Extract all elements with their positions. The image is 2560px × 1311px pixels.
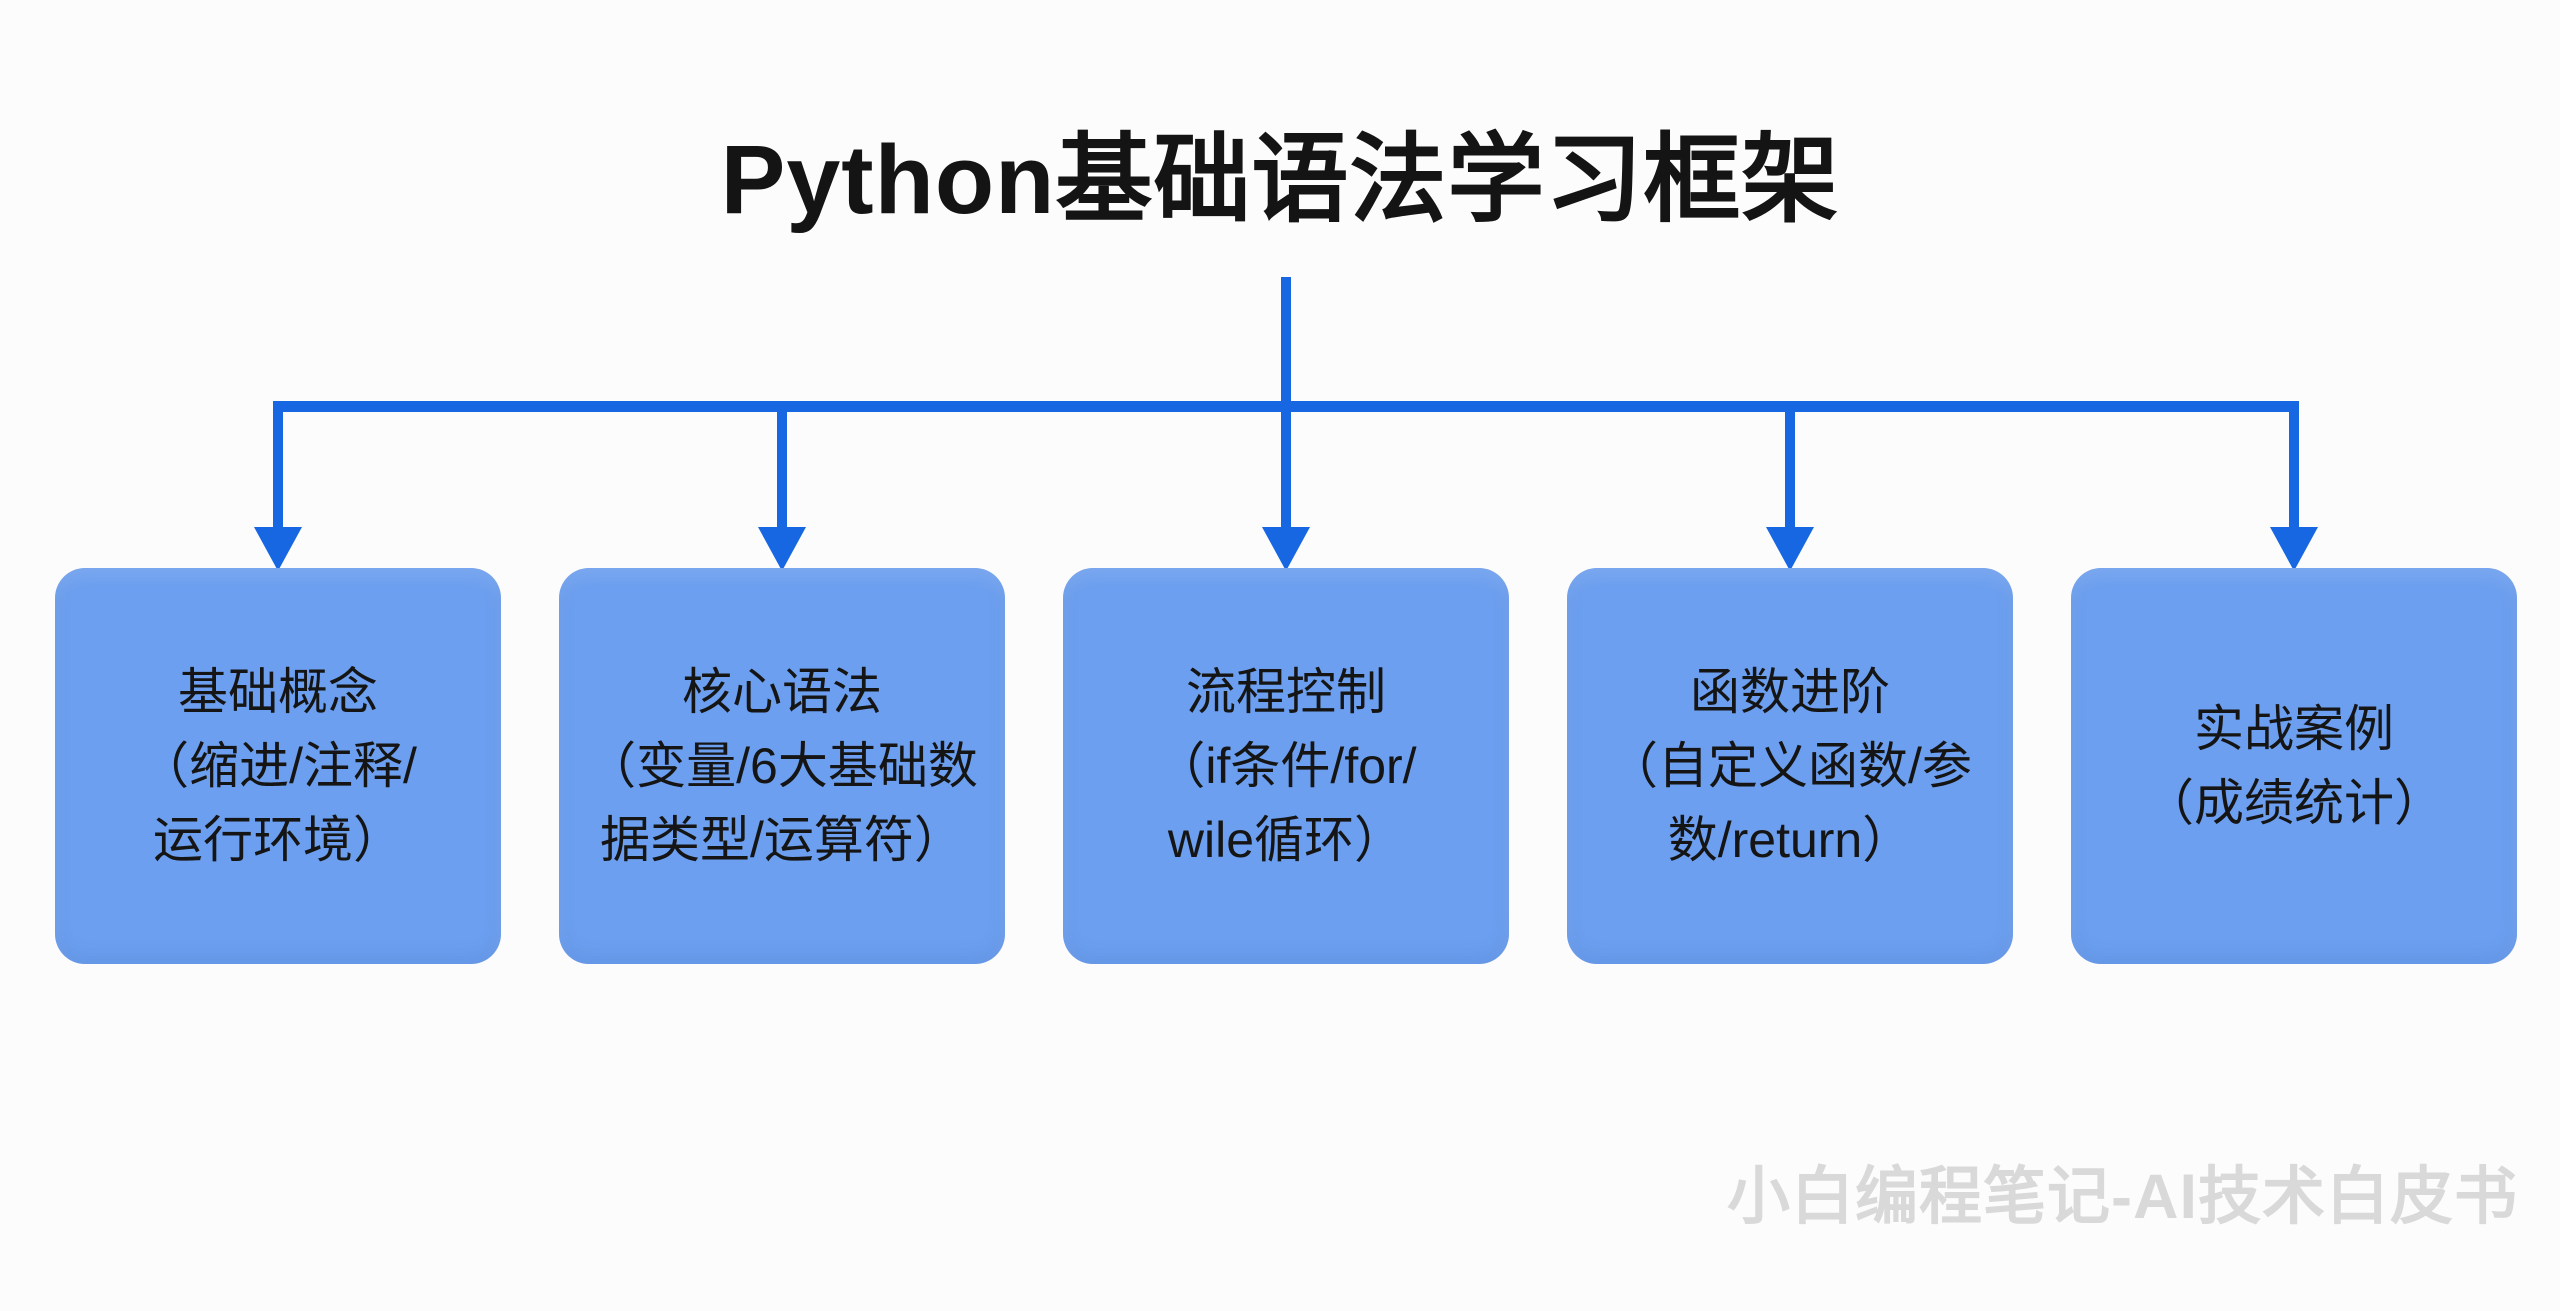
node-basic-concepts: 基础概念 （缩进/注释/ 运行环境） [55,568,501,964]
node-flow-control: 流程控制 （if条件/for/ wile循环） [1063,568,1509,964]
diagram-title: Python基础语法学习框架 [720,125,1840,234]
node-line: （变量/6大基础数 [586,738,978,794]
node-line: 流程控制 [1185,664,1386,720]
watermark: 小白编程笔记-AI技术白皮书 [1727,1162,2518,1232]
node-practical-case: 实战案例 （成绩统计） [2071,568,2517,964]
node-line: 数/return） [1667,812,1913,868]
arrowhead-icon [2270,527,2318,571]
node-line: 核心语法 [681,664,882,720]
node-line: 据类型/运算符） [600,812,964,868]
arrowhead-icon [1766,527,1814,571]
node-label: 核心语法 （变量/6大基础数 据类型/运算符） [586,655,978,877]
node-line: （if条件/for/ [1155,738,1417,794]
drop-line-4 [1785,401,1795,531]
arrowhead-icon [1262,527,1310,571]
node-line: （自定义函数/参 [1608,738,1972,794]
drop-line-2 [777,401,787,531]
arrowhead-icon [758,527,806,571]
arrowhead-icon [254,527,302,571]
node-label: 实战案例 （成绩统计） [2144,692,2444,840]
node-line: （缩进/注释/ [139,738,417,794]
node-label: 流程控制 （if条件/for/ wile循环） [1155,655,1416,877]
node-label: 函数进阶 （自定义函数/参 数/return） [1608,655,1972,877]
node-core-syntax: 核心语法 （变量/6大基础数 据类型/运算符） [559,568,1005,964]
node-line: 函数进阶 [1690,664,1890,720]
node-line: （成绩统计） [2144,775,2444,831]
node-line: 运行环境） [152,812,403,868]
horizontal-bar [273,401,2299,412]
drop-line-5 [2289,401,2299,531]
node-line: 基础概念 [177,664,378,720]
drop-line-1 [273,401,283,531]
node-label: 基础概念 （缩进/注释/ 运行环境） [139,655,417,877]
node-function-advanced: 函数进阶 （自定义函数/参 数/return） [1567,568,2013,964]
node-line: 实战案例 [2194,701,2394,757]
node-line: wile循环） [1167,812,1405,868]
